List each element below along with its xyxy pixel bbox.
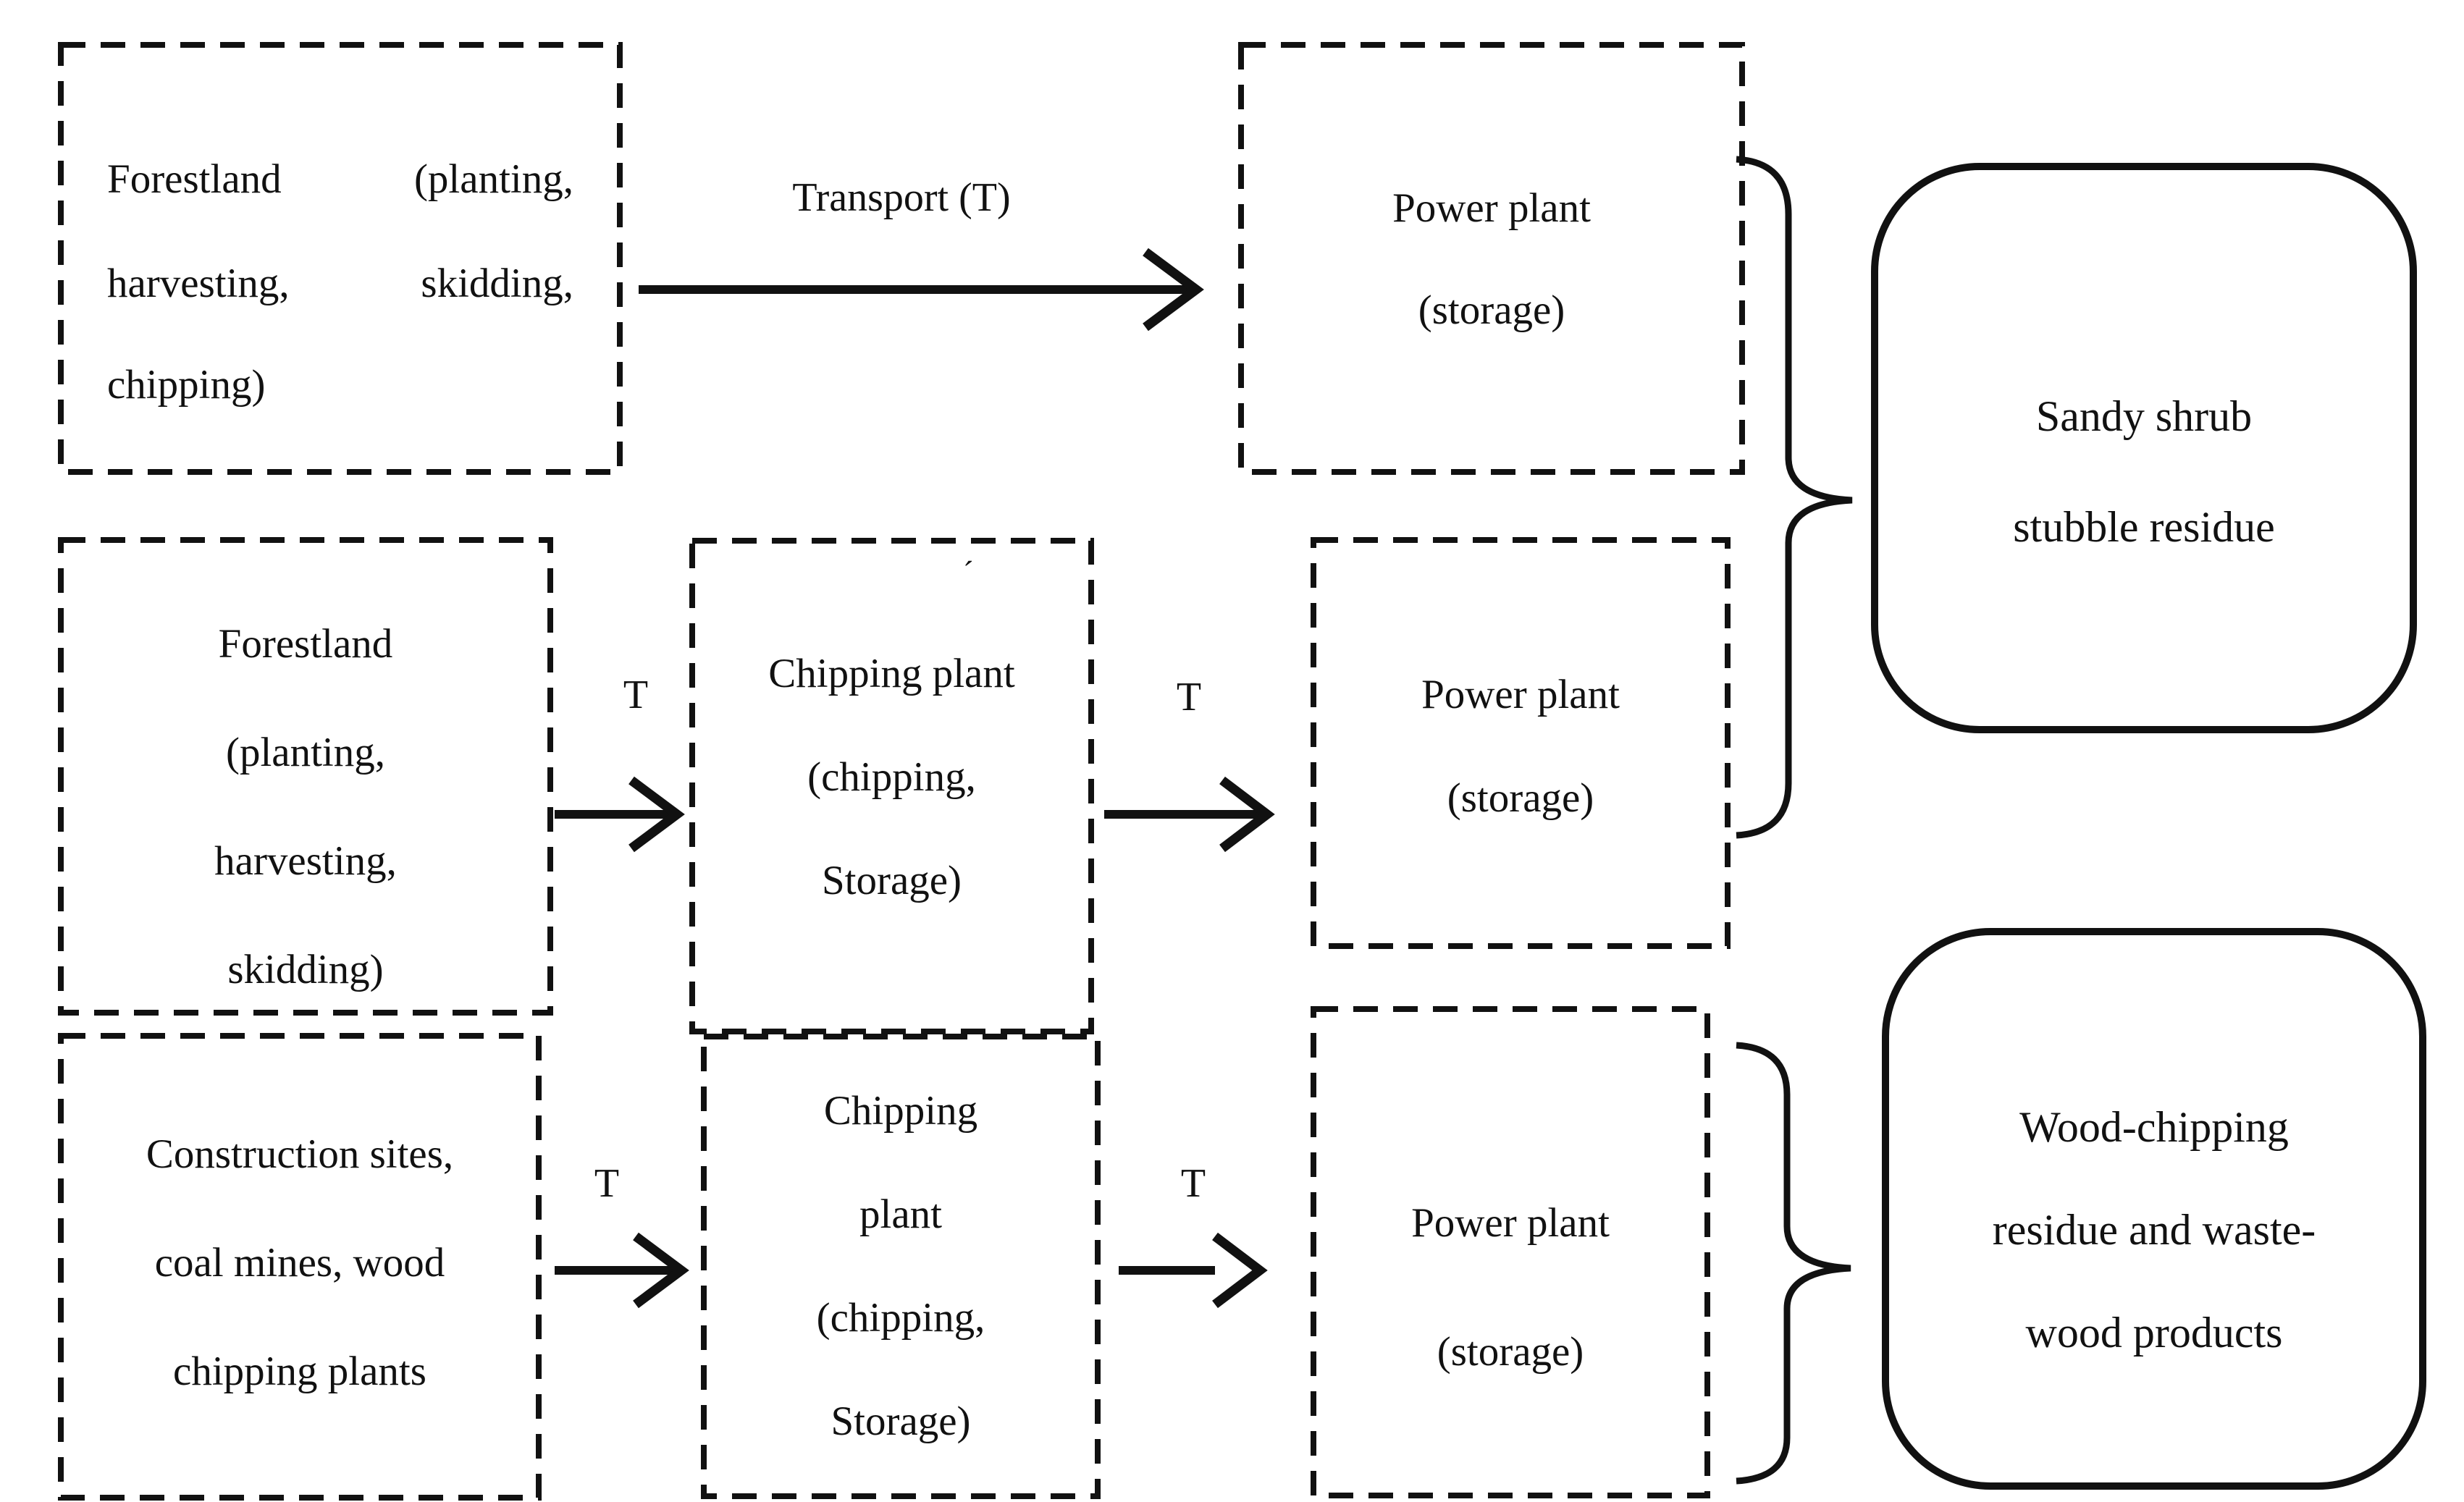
chipping-plant-row2-line-3: Storage)	[821, 858, 962, 903]
forestland-chipping-line-3: chipping)	[107, 362, 266, 408]
forestland-skidding-line-3: harvesting,	[214, 838, 397, 884]
box-text: Forestland	[107, 156, 282, 202]
t-label-row2-right: T	[1176, 675, 1202, 720]
chipping-plant-row3-box-border	[701, 1034, 1101, 1499]
box-text: harvesting,	[107, 261, 290, 306]
wood-chipping-line-3: wood products	[2025, 1309, 2283, 1357]
forestland-skidding-box-border	[58, 537, 553, 1016]
construction-sites-box-border	[58, 1033, 542, 1501]
t-label-row3-left: T	[594, 1161, 620, 1206]
power-plant-row3-box-border	[1311, 1006, 1710, 1498]
wood-chipping-group-box-border	[1882, 928, 2426, 1490]
chipping-plant-row2-line-1: Chipping plant	[768, 651, 1015, 696]
chipping-plant-row3-line-3: (chipping,	[816, 1295, 985, 1341]
sandy-shrub-line-2: stubble residue	[2013, 503, 2275, 551]
power-plant-row1-box-border	[1238, 42, 1745, 475]
power-plant-row2-box-border	[1311, 537, 1731, 949]
forestland-chipping-line-1: Forestland (planting,	[107, 159, 573, 200]
construction-sites-line-2: coal mines, wood	[154, 1240, 445, 1286]
stray-accent-mark: ´	[963, 555, 974, 591]
power-plant-row3-line-2: (storage)	[1437, 1329, 1584, 1375]
power-plant-row1-line-1: Power plant	[1392, 185, 1591, 231]
t-arrow-row2-right	[1104, 776, 1275, 853]
box-text: skidding,	[421, 261, 573, 306]
t-arrow-row3-right	[1119, 1232, 1268, 1309]
power-plant-row1-line-2: (storage)	[1418, 287, 1565, 333]
chipping-plant-row3-line-4: Storage)	[831, 1398, 971, 1444]
forestland-chipping-box-border	[58, 42, 623, 475]
transport-label: Transport (T)	[792, 175, 1011, 220]
chipping-plant-row2-line-2: (chipping,	[807, 754, 976, 800]
power-plant-row2-line-2: (storage)	[1447, 775, 1594, 821]
transport-arrow-row1	[639, 248, 1204, 332]
construction-sites-line-1: Construction sites,	[146, 1131, 454, 1177]
box-text: (planting,	[413, 156, 573, 202]
forestland-skidding-line-4: skidding)	[227, 947, 384, 992]
wood-chipping-line-1: Wood-chipping	[2019, 1103, 2289, 1151]
construction-sites-line-3: chipping plants	[173, 1349, 426, 1394]
chipping-plant-row2-box-border	[689, 538, 1094, 1034]
sandy-shrub-group-box-border	[1871, 163, 2417, 733]
brace-rows1-2-to-sandy	[1736, 156, 1853, 839]
t-arrow-row2-left	[555, 776, 685, 853]
forestland-skidding-line-1: Forestland	[218, 621, 393, 667]
chipping-plant-row3-line-1: Chipping	[823, 1088, 978, 1134]
power-plant-row3-line-1: Power plant	[1411, 1200, 1610, 1246]
wood-chipping-line-2: residue and waste-	[1992, 1206, 2316, 1254]
sandy-shrub-line-1: Sandy shrub	[2035, 392, 2253, 440]
forestland-skidding-line-2: (planting,	[225, 730, 386, 775]
t-label-row2-left: T	[623, 672, 649, 717]
power-plant-row2-line-1: Power plant	[1421, 672, 1620, 717]
t-arrow-row3-left	[555, 1232, 689, 1309]
forestland-chipping-line-2: harvesting, skidding,	[107, 263, 573, 304]
t-label-row3-right: T	[1180, 1161, 1206, 1206]
chipping-plant-row3-line-2: plant	[859, 1191, 942, 1237]
brace-row3-to-wood	[1736, 1042, 1851, 1485]
